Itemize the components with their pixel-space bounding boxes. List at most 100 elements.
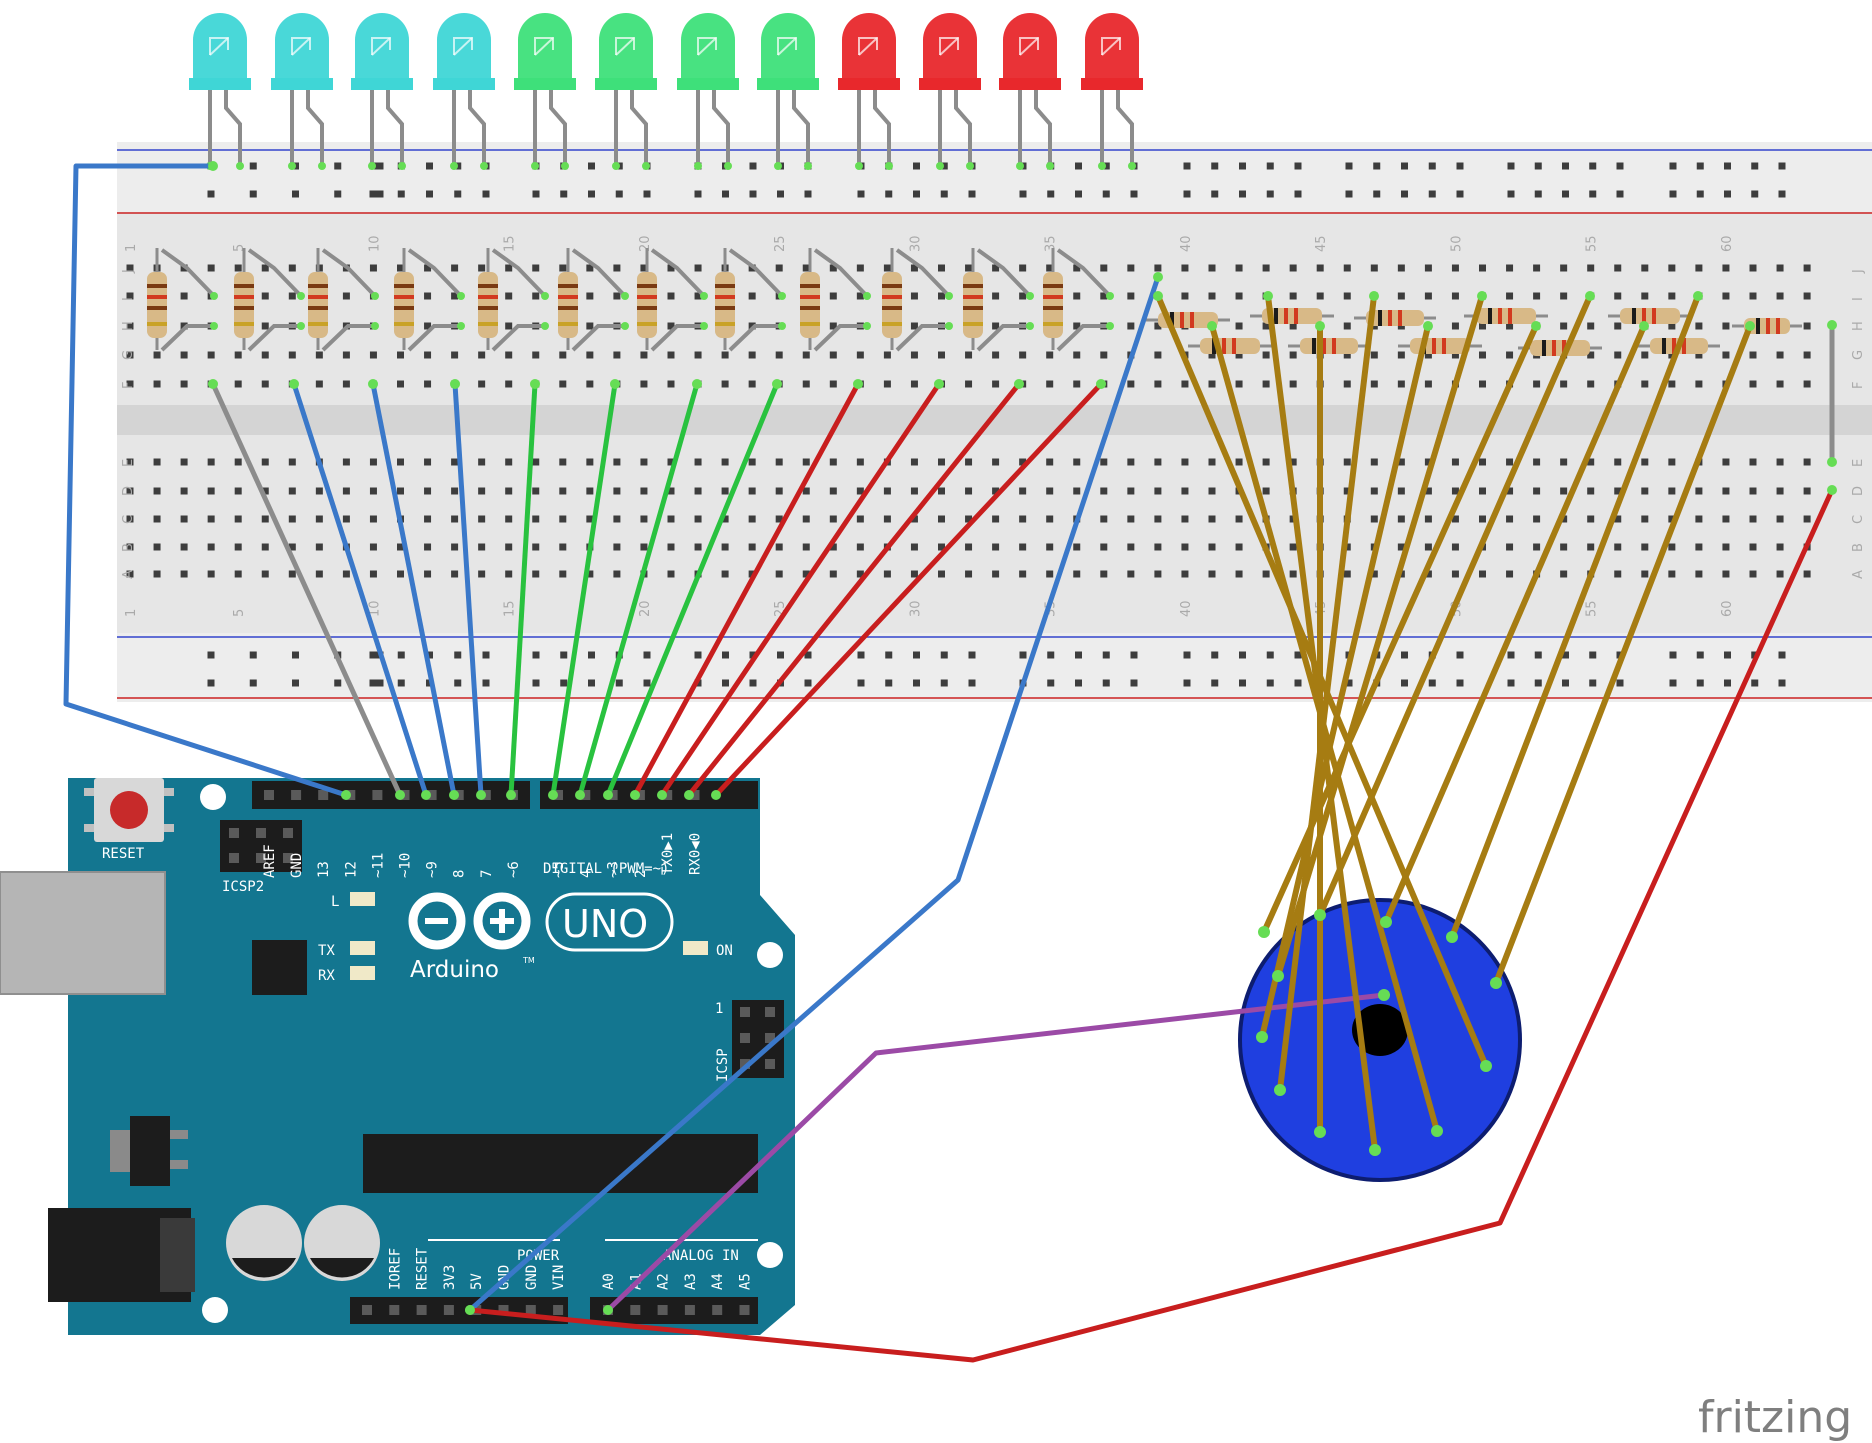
power-pin-hole[interactable] (498, 1305, 509, 1315)
rail-hole (1562, 162, 1569, 170)
speaker-lead-wire[interactable] (1383, 324, 1647, 924)
breadboard-hole (1262, 458, 1270, 466)
rail-hole (1589, 162, 1597, 170)
rail-hole (1239, 679, 1246, 687)
led-signal-wire[interactable] (577, 383, 700, 796)
rail-hole (1373, 162, 1381, 170)
breadboard-hole (234, 380, 242, 388)
breadboard-hole (1776, 487, 1784, 495)
rail-hole (1696, 679, 1704, 687)
rail-hole (1294, 651, 1302, 659)
breadboard-hole (126, 322, 134, 330)
breadboard-hole (1154, 264, 1162, 272)
power-pin-hole[interactable] (362, 1305, 372, 1315)
rail-hole (376, 679, 384, 687)
row-letter: G (1851, 350, 1866, 360)
breadboard-hole (1370, 264, 1378, 272)
breadboard-hole (1235, 292, 1243, 300)
breadboard-hole (1533, 380, 1541, 388)
breadboard-hole (532, 264, 540, 272)
led-signal-wire[interactable] (659, 382, 942, 797)
breadboard-hole (694, 458, 702, 466)
breadboard-hole (505, 264, 513, 272)
led-signal-wire[interactable] (605, 383, 780, 796)
power-pin-hole[interactable] (389, 1305, 400, 1315)
reset-button[interactable] (84, 778, 174, 842)
wire-end (684, 790, 694, 800)
rail-hole (249, 651, 257, 659)
digital-pin-hole[interactable] (689, 790, 700, 800)
breadboard-hole (910, 322, 918, 330)
analog-pin-hole[interactable] (712, 1305, 723, 1315)
digital-pin-hole[interactable] (426, 790, 437, 800)
ground-rail-wire[interactable] (63, 163, 347, 798)
power-pin-hole[interactable] (553, 1305, 564, 1315)
breadboard-hole (640, 543, 648, 551)
led-signal-wire[interactable] (550, 383, 618, 796)
digital-pin-hole[interactable] (264, 790, 274, 800)
supply-return-wire[interactable] (469, 488, 1835, 1363)
led-signal-wire[interactable] (714, 382, 1103, 797)
breadboard-hole (1587, 264, 1595, 272)
speaker-lead-wire[interactable] (1275, 295, 1485, 977)
breadboard-hole (992, 380, 1000, 388)
power-pin-hole[interactable] (443, 1305, 454, 1315)
speaker-lead-wire[interactable] (1259, 325, 1431, 1038)
breadboard-hole (586, 458, 594, 466)
power-pin-hole[interactable] (416, 1305, 427, 1315)
breadboard-hole (1046, 264, 1054, 272)
rail-hole (1456, 190, 1464, 198)
led-signal-wire[interactable] (452, 383, 484, 796)
led-signal-wire[interactable] (508, 383, 538, 796)
breadboard-hole (1181, 380, 1189, 388)
rail-hole (1075, 190, 1082, 198)
breadboard-hole (938, 292, 945, 300)
analog-pin-hole[interactable] (684, 1305, 695, 1315)
led-signal-wire[interactable] (291, 383, 429, 796)
speaker-lead-wire[interactable] (1493, 324, 1753, 985)
speaker-lead-wire[interactable] (1261, 324, 1539, 934)
breadboard-hole (613, 515, 621, 523)
led-signal-wire[interactable] (687, 382, 1021, 797)
breadboard-hole (288, 351, 296, 359)
breadboard-hole (1803, 322, 1811, 330)
row-letter: B (121, 543, 136, 552)
resistor (963, 248, 1034, 352)
speaker-lead-wire[interactable] (1277, 295, 1377, 1091)
breadboard-hole (1424, 515, 1432, 523)
digital-pin-label: ~5 (551, 861, 567, 878)
breadboard-hole (1424, 487, 1432, 495)
breadboard-hole (1668, 487, 1676, 495)
digital-pin-hole[interactable] (580, 790, 591, 800)
digital-pin-hole[interactable] (662, 790, 673, 800)
power-pin-hole[interactable] (525, 1305, 536, 1315)
led-signal-wire[interactable] (632, 382, 861, 797)
digital-pin-hole[interactable] (372, 790, 383, 800)
analog-pin-hole[interactable] (739, 1305, 750, 1315)
breadboard-hole (1506, 458, 1514, 466)
rail-hole (1211, 190, 1219, 198)
analog-input-wire[interactable] (606, 992, 1385, 1312)
breadboard-hole (1181, 570, 1189, 578)
column-number: 15 (503, 235, 518, 252)
rail-hole (1401, 162, 1408, 170)
digital-pin-hole[interactable] (291, 790, 302, 800)
breadboard-hole (261, 322, 269, 330)
speaker-lead-wire[interactable] (1317, 294, 1593, 917)
breadboard-hole (559, 515, 567, 523)
speaker-lead-wire[interactable] (1449, 294, 1701, 939)
supply-wire[interactable] (468, 276, 1161, 1312)
breadboard-hole (505, 458, 513, 466)
breadboard-hole (559, 570, 567, 578)
led-signal-wire[interactable] (210, 382, 403, 797)
breadboard-hole (180, 380, 188, 388)
rail-hole (454, 651, 462, 659)
led-signal-wire[interactable] (370, 383, 457, 796)
analog-pin-hole[interactable] (630, 1305, 641, 1315)
analog-pin-hole[interactable] (657, 1305, 668, 1315)
resistor (478, 248, 549, 352)
digital-pin-hole[interactable] (318, 790, 329, 800)
row-letter: F (121, 382, 136, 389)
breadboard-hole (261, 515, 269, 523)
